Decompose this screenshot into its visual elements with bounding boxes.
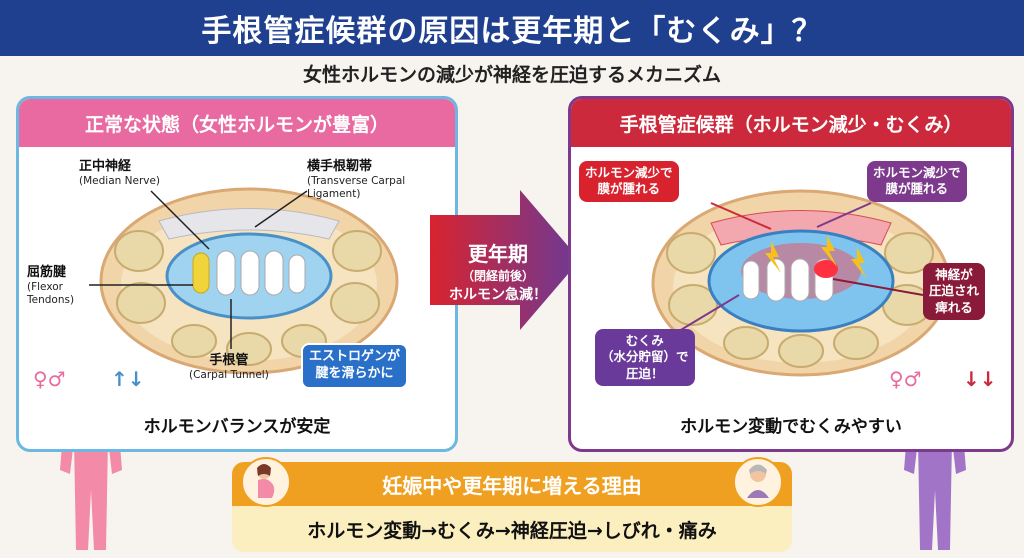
carpal-tunnel-syndrome-panel: 手根管症候群（ホルモン減少・むくみ） ホルモン減少で 膜が腫れる ホルモン減少で <box>568 96 1014 452</box>
causes-summary-box: 妊娠中や更年期に増える理由 ホルモン変動→むくみ→神経圧迫→しびれ・痛み <box>232 462 792 552</box>
pregnant-woman-icon <box>241 457 291 507</box>
label-leaders-left <box>89 190 308 349</box>
menopause-arrow <box>430 190 580 330</box>
page-subtitle: 女性ホルモンの減少が神経を圧迫するメカニズム <box>302 64 721 86</box>
elderly-woman-icon <box>733 457 783 507</box>
ligament-label: 横手根靭帯 (Transverse Carpal Ligament) <box>307 159 406 200</box>
hormone-balance-arrows-icon: ↑↓ <box>111 367 145 391</box>
hormone-decrease-arrows-icon: ↓↓ <box>963 367 997 391</box>
causes-heading: 妊娠中や更年期に増える理由 <box>232 462 792 506</box>
gender-symbol-icon: ♀♂ <box>33 367 66 391</box>
syndrome-heading: 手根管症候群（ホルモン減少・むくみ） <box>571 99 1011 147</box>
syndrome-footer: ホルモン変動でむくみやすい <box>680 417 902 437</box>
page-title: 手根管症候群の原因は更年期と「むくみ」？ <box>201 14 823 49</box>
callout-leaders-right <box>678 202 924 332</box>
normal-state-panel: 正常な状態（女性ホルモンが豊富） 正中神経 (Median Nerve) 横手根… <box>16 96 458 452</box>
carpal-cross-section-swollen <box>651 189 951 377</box>
flexor-tendons-label: 屈筋腱 (Flexor Tendons) <box>27 265 75 306</box>
estrogen-callout: エストロゲンが 腱を滑らかに <box>301 343 409 389</box>
normal-state-footer: ホルモンバランスが安定 <box>143 417 331 437</box>
gender-symbol-icon: ♀♂ <box>889 367 922 391</box>
median-nerve-label: 正中神経 (Median Nerve) <box>79 159 161 187</box>
membrane-swelling-callout-right: ホルモン減少で 膜が腫れる <box>867 161 967 202</box>
membrane-swelling-callout-left: ホルモン減少で 膜が腫れる <box>579 161 679 202</box>
carpal-tunnel-label: 手根管 (Carpal Tunnel) <box>189 353 269 381</box>
swelling-callout: むくみ （水分貯留）で 圧迫！ <box>595 329 695 386</box>
menopause-arrow-text: 更年期 （閉経前後） ホルモン急減！ <box>449 242 547 303</box>
causes-chain: ホルモン変動→むくみ→神経圧迫→しびれ・痛み <box>232 506 792 552</box>
nerve-compression-callout: 神経が 圧迫され 痺れる <box>923 263 986 320</box>
normal-state-heading: 正常な状態（女性ホルモンが豊富） <box>19 99 455 147</box>
title-bar: 手根管症候群の原因は更年期と「むくみ」？ <box>0 0 1024 56</box>
